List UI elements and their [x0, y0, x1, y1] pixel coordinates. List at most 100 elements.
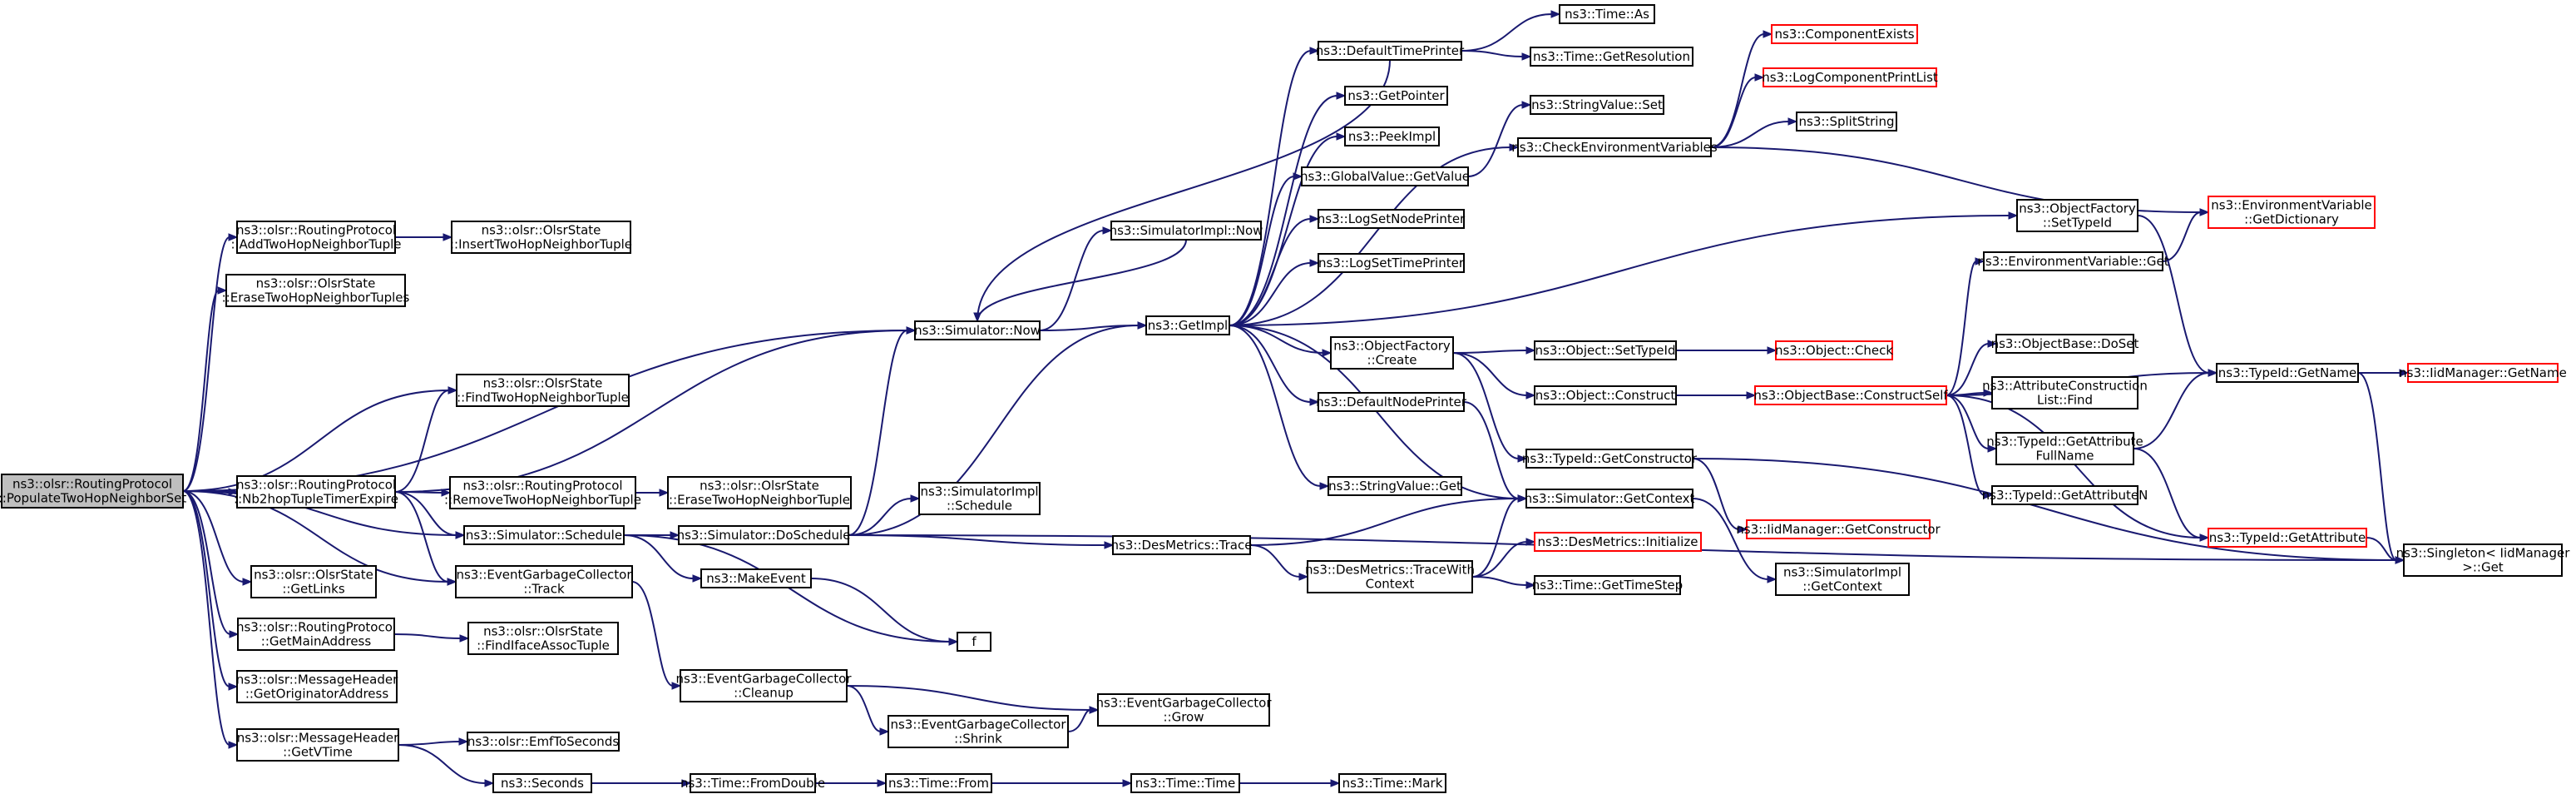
node-getVTime[interactable]: ns3::olsr::MessageHeader::GetVTime	[236, 728, 399, 762]
node-findTwoHop[interactable]: ns3::olsr::OlsrState::FindTwoHopNeighbor…	[456, 374, 630, 407]
node-seconds[interactable]: ns3::Seconds	[492, 773, 592, 793]
node-box	[1307, 560, 1473, 593]
node-logSetTime[interactable]: ns3::LogSetTimePrinter	[1318, 253, 1465, 273]
node-obDoSet[interactable]: ns3::ObjectBase::DoSet	[1991, 334, 2139, 354]
node-objSetTypeId[interactable]: ns3::Object::SetTypeId	[1534, 340, 1677, 360]
node-splitString[interactable]: ns3::SplitString	[1796, 112, 1897, 132]
node-tidGetAttr[interactable]: ns3::TypeId::GetAttribute	[2208, 528, 2367, 548]
node-ofSetTypeId[interactable]: ns3::ObjectFactory::SetTypeId	[2016, 199, 2138, 232]
node-label: ns3::TypeId::GetAttribute	[2209, 530, 2366, 545]
arrowhead-logCompPrint	[1754, 73, 1765, 82]
node-getPointer[interactable]: ns3::GetPointer	[1344, 86, 1448, 106]
node-getMainAddress[interactable]: ns3::olsr::RoutingProtocol::GetMainAddre…	[236, 618, 396, 651]
node-objConstruct[interactable]: ns3::Object::Construct	[1534, 385, 1677, 405]
node-eraseTwoHopTuples[interactable]: ns3::olsr::OlsrState::EraseTwoHopNeighbo…	[222, 274, 410, 307]
edge-obConstructSelf-to-envGet	[1946, 261, 1977, 396]
node-getTimeStep[interactable]: ns3::Time::GetTimeStep	[1532, 575, 1683, 595]
node-tidGetAttrN[interactable]: ns3::TypeId::GetAttributeN	[1982, 485, 2148, 505]
node-label: ::PopulateTwoHopNeighborSet	[0, 491, 186, 506]
edge-tidGetAttr-to-singletonGet	[2366, 537, 2397, 561]
node-addTwoHop[interactable]: ns3::olsr::RoutingProtocol::AddTwoHopNei…	[230, 221, 402, 254]
node-timeMark[interactable]: ns3::Time::Mark	[1338, 773, 1446, 793]
node-getLinks[interactable]: ns3::olsr::OlsrState::GetLinks	[250, 565, 377, 598]
node-makeEvent[interactable]: ns3::MakeEvent	[700, 568, 812, 588]
node-simSchedule[interactable]: ns3::Simulator::Schedule	[463, 525, 625, 545]
node-svGet[interactable]: ns3::StringValue::Get	[1328, 476, 1462, 496]
node-insertTwoHop[interactable]: ns3::olsr::OlsrState::InsertTwoHopNeighb…	[450, 221, 632, 254]
arrowhead-timeAs	[1550, 10, 1561, 18]
node-label: ns3::DesMetrics::Trace	[1111, 538, 1253, 553]
node-compExists[interactable]: ns3::ComponentExists	[1771, 24, 1918, 44]
node-label: ::Nb2hopTupleTimerExpire	[234, 492, 398, 507]
node-peekImpl[interactable]: ns3::PeekImpl	[1344, 127, 1440, 146]
node-checkEnv[interactable]: ns3::CheckEnvironmentVariables	[1511, 137, 1718, 157]
edge-nb2hop-to-simSchedule	[394, 491, 457, 536]
node-egcTrack[interactable]: ns3::EventGarbageCollector::Track	[455, 565, 633, 598]
node-label: ns3::olsr::OlsrState	[254, 568, 373, 583]
edge-simSchedule-to-makeEvent	[623, 534, 695, 579]
node-simDoSchedule[interactable]: ns3::Simulator::DoSchedule	[677, 525, 851, 545]
node-logCompPrint[interactable]: ns3::LogComponentPrintList	[1762, 67, 1938, 87]
node-label: ::AddTwoHopNeighborTuple	[230, 237, 401, 252]
node-label: ns3::olsr::OlsrState	[482, 223, 601, 238]
node-defNodePrinter[interactable]: ns3::DefaultNodePrinter	[1316, 392, 1467, 412]
node-simImplSchedule[interactable]: ns3::SimulatorImpl::Schedule	[918, 482, 1041, 515]
node-obConstructSelf[interactable]: ns3::ObjectBase::ConstructSelf	[1753, 385, 1948, 405]
node-label: ns3::Time::GetResolution	[1533, 49, 1690, 64]
node-logSetNode[interactable]: ns3::LogSetNodePrinter	[1318, 209, 1466, 229]
edge-tidGetCtor-to-iidGetCtor	[1692, 458, 1740, 530]
node-getImpl[interactable]: ns3::GetImpl	[1145, 315, 1230, 335]
node-svSet[interactable]: ns3::StringValue::Set	[1530, 95, 1664, 115]
node-singletonGet[interactable]: ns3::Singleton< IidManager >::Get	[2396, 543, 2571, 577]
edge-root-to-egcTrack	[182, 490, 449, 583]
node-box	[1995, 432, 2134, 465]
node-simImplGetCtx[interactable]: ns3::SimulatorImpl::GetContext	[1775, 563, 1910, 596]
node-f[interactable]: f	[957, 632, 991, 652]
node-label: ns3::olsr::RoutingProtocol	[236, 478, 396, 493]
node-tidGetName[interactable]: ns3::TypeId::GetName	[2216, 363, 2359, 383]
node-removeTwoHop[interactable]: ns3::olsr::RoutingProtocol::RemoveTwoHop…	[444, 476, 641, 509]
arrowhead-ofSetTypeId	[2008, 211, 2019, 220]
node-tidGetCtor[interactable]: ns3::TypeId::GetConstructor	[1522, 449, 1698, 469]
node-simGetContext[interactable]: ns3::Simulator::GetContext	[1525, 489, 1695, 509]
node-egcShrink[interactable]: ns3::EventGarbageCollector::Shrink	[888, 715, 1069, 748]
node-objCheck[interactable]: ns3::Object::Check	[1775, 340, 1893, 360]
node-simNow[interactable]: ns3::Simulator::Now	[914, 320, 1041, 340]
node-timeTime[interactable]: ns3::Time::Time	[1130, 773, 1240, 793]
node-root[interactable]: ns3::olsr::RoutingProtocol::PopulateTwoH…	[0, 474, 186, 509]
node-box	[690, 773, 816, 793]
arrowhead-emfToSeconds	[458, 737, 469, 746]
node-iidGetCtor[interactable]: ns3::IidManager::GetConstructor	[1736, 519, 1941, 539]
node-box	[2403, 543, 2563, 577]
node-gvGetValue[interactable]: ns3::GlobalValue::GetValue	[1300, 166, 1470, 186]
node-box	[918, 482, 1041, 515]
arrowhead-iidGetCtor	[1738, 525, 1748, 533]
node-timeFrom[interactable]: ns3::Time::From	[885, 773, 992, 793]
node-findIface[interactable]: ns3::olsr::OlsrState::FindIfaceAssocTupl…	[467, 622, 619, 655]
node-egcGrow[interactable]: ns3::EventGarbageCollector::Grow	[1095, 693, 1272, 727]
node-egcCleanup[interactable]: ns3::EventGarbageCollector::Cleanup	[675, 669, 852, 702]
node-fromDouble[interactable]: ns3::Time::FromDouble	[680, 773, 825, 793]
node-label: ns3::Time::Time	[1135, 776, 1236, 791]
node-defTimePrinter[interactable]: ns3::DefaultTimePrinter	[1316, 41, 1465, 61]
node-envGet[interactable]: ns3::EnvironmentVariable::Get	[1977, 251, 2169, 271]
node-emfToSeconds[interactable]: ns3::olsr::EmfToSeconds	[467, 732, 620, 752]
edge-tidGetName-to-singletonGet	[2357, 372, 2397, 561]
node-iidGetName[interactable]: ns3::IidManager::GetName	[2399, 363, 2567, 383]
node-simImplNow[interactable]: ns3::SimulatorImpl::Now	[1110, 221, 1263, 241]
node-ofCreate[interactable]: ns3::ObjectFactory::Create	[1330, 336, 1454, 370]
arrowhead-svSet	[1521, 101, 1532, 109]
node-desInit[interactable]: ns3::DesMetrics::Initialize	[1534, 532, 1702, 552]
node-eraseTwoHop[interactable]: ns3::olsr::OlsrState::EraseTwoHopNeighbo…	[667, 476, 852, 509]
node-timeAs[interactable]: ns3::Time::As	[1559, 4, 1655, 24]
node-nb2hop[interactable]: ns3::olsr::RoutingProtocol::Nb2hopTupleT…	[234, 475, 398, 509]
node-envGetDict[interactable]: ns3::EnvironmentVariable::GetDictionary	[2208, 196, 2376, 229]
arrowhead-egcTrack	[447, 578, 457, 586]
node-getResolution[interactable]: ns3::Time::GetResolution	[1530, 47, 1693, 67]
node-getOriginator[interactable]: ns3::olsr::MessageHeader::GetOriginatorA…	[236, 670, 398, 703]
node-desTrace[interactable]: ns3::DesMetrics::Trace	[1111, 535, 1253, 555]
